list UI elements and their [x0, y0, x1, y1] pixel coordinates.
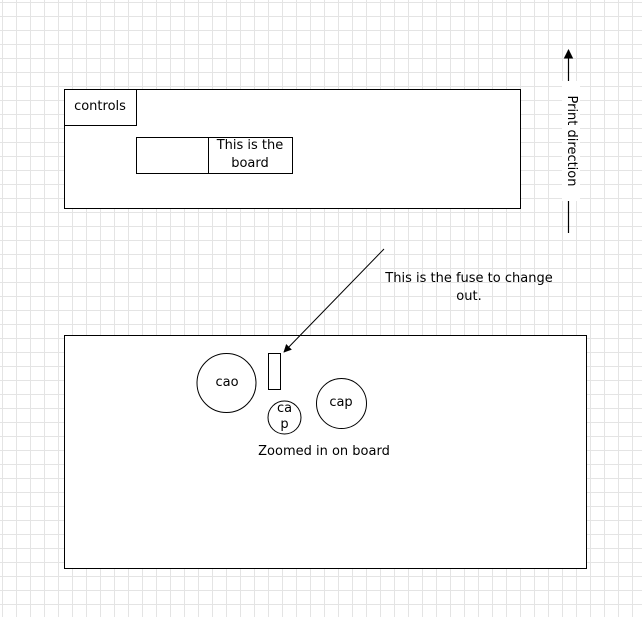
- circle-cap-small-label: ca p: [268, 401, 301, 433]
- board-label-line2: board: [231, 156, 269, 171]
- board-box: [136, 137, 293, 174]
- print-direction-label: Print direction: [562, 81, 580, 201]
- board-label-line1: This is the: [216, 138, 284, 153]
- fuse-callout-label: This is the fuse to change out.: [369, 270, 569, 306]
- circle-cao: [196, 353, 257, 413]
- fuse-callout-line1: This is the fuse to change: [385, 271, 553, 286]
- board-label: This is the board: [208, 137, 292, 173]
- fuse: [268, 353, 281, 390]
- circle-cap-small-line1: ca: [276, 401, 293, 416]
- circle-cap-small: [267, 400, 302, 435]
- circle-cap-label: cap: [329, 395, 353, 410]
- fuse-callout-line2: out.: [456, 289, 482, 304]
- circle-cap: [316, 378, 367, 429]
- zoom-caption: Zoomed in on board: [258, 444, 390, 459]
- circle-cap-small-line2: p: [280, 417, 289, 432]
- circle-cao-label: cao: [215, 375, 239, 390]
- fuse-callout-arrow: [283, 248, 385, 353]
- controls-box: [64, 89, 137, 126]
- zoom-panel: [64, 335, 587, 569]
- controls-label: controls: [74, 99, 126, 114]
